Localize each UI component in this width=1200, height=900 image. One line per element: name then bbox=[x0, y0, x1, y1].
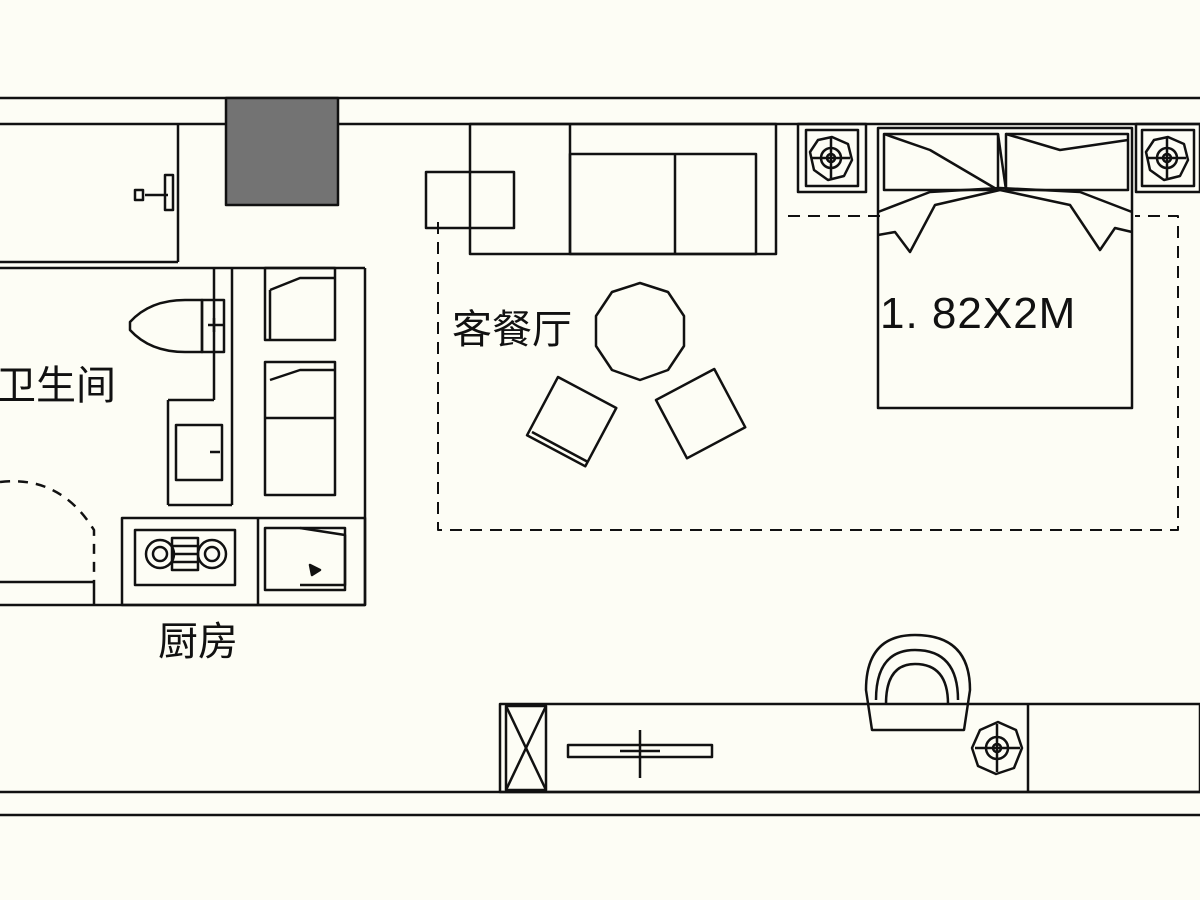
outer-wall-bottom bbox=[0, 790, 1200, 817]
room-label-bathroom: 卫生间 bbox=[0, 363, 116, 409]
desk-chair-icon bbox=[864, 633, 972, 732]
shower-icon bbox=[133, 173, 175, 212]
sink-icon bbox=[174, 423, 224, 482]
chair-icon bbox=[654, 367, 747, 460]
outer-wall-top bbox=[0, 96, 1200, 126]
nightstand-left bbox=[796, 122, 868, 194]
structural-column bbox=[224, 96, 340, 207]
kitchen-sink-icon bbox=[263, 526, 347, 592]
room-label-kitchen: 厨房 bbox=[158, 619, 238, 665]
toilet-icon bbox=[128, 298, 226, 354]
nightstand-right bbox=[1134, 122, 1200, 194]
cabinet-units bbox=[263, 266, 337, 497]
bed-icon bbox=[876, 126, 1134, 410]
bed-size-label: 1. 82X2M bbox=[880, 289, 1077, 338]
stove-icon bbox=[133, 528, 237, 587]
sofa-icon bbox=[468, 122, 778, 256]
rug-area bbox=[437, 215, 1179, 531]
lamp-icon bbox=[1144, 135, 1190, 182]
tv-console bbox=[498, 702, 1200, 794]
kitchen-counter bbox=[120, 516, 367, 607]
chair-icon bbox=[525, 375, 618, 468]
room-label-living-dining: 客餐厅 bbox=[452, 307, 572, 353]
dining-table bbox=[594, 281, 686, 382]
bathroom-door-swing bbox=[0, 479, 96, 582]
lamp-icon bbox=[970, 720, 1024, 776]
lamp-icon bbox=[808, 135, 854, 182]
tv-icon bbox=[566, 730, 714, 778]
